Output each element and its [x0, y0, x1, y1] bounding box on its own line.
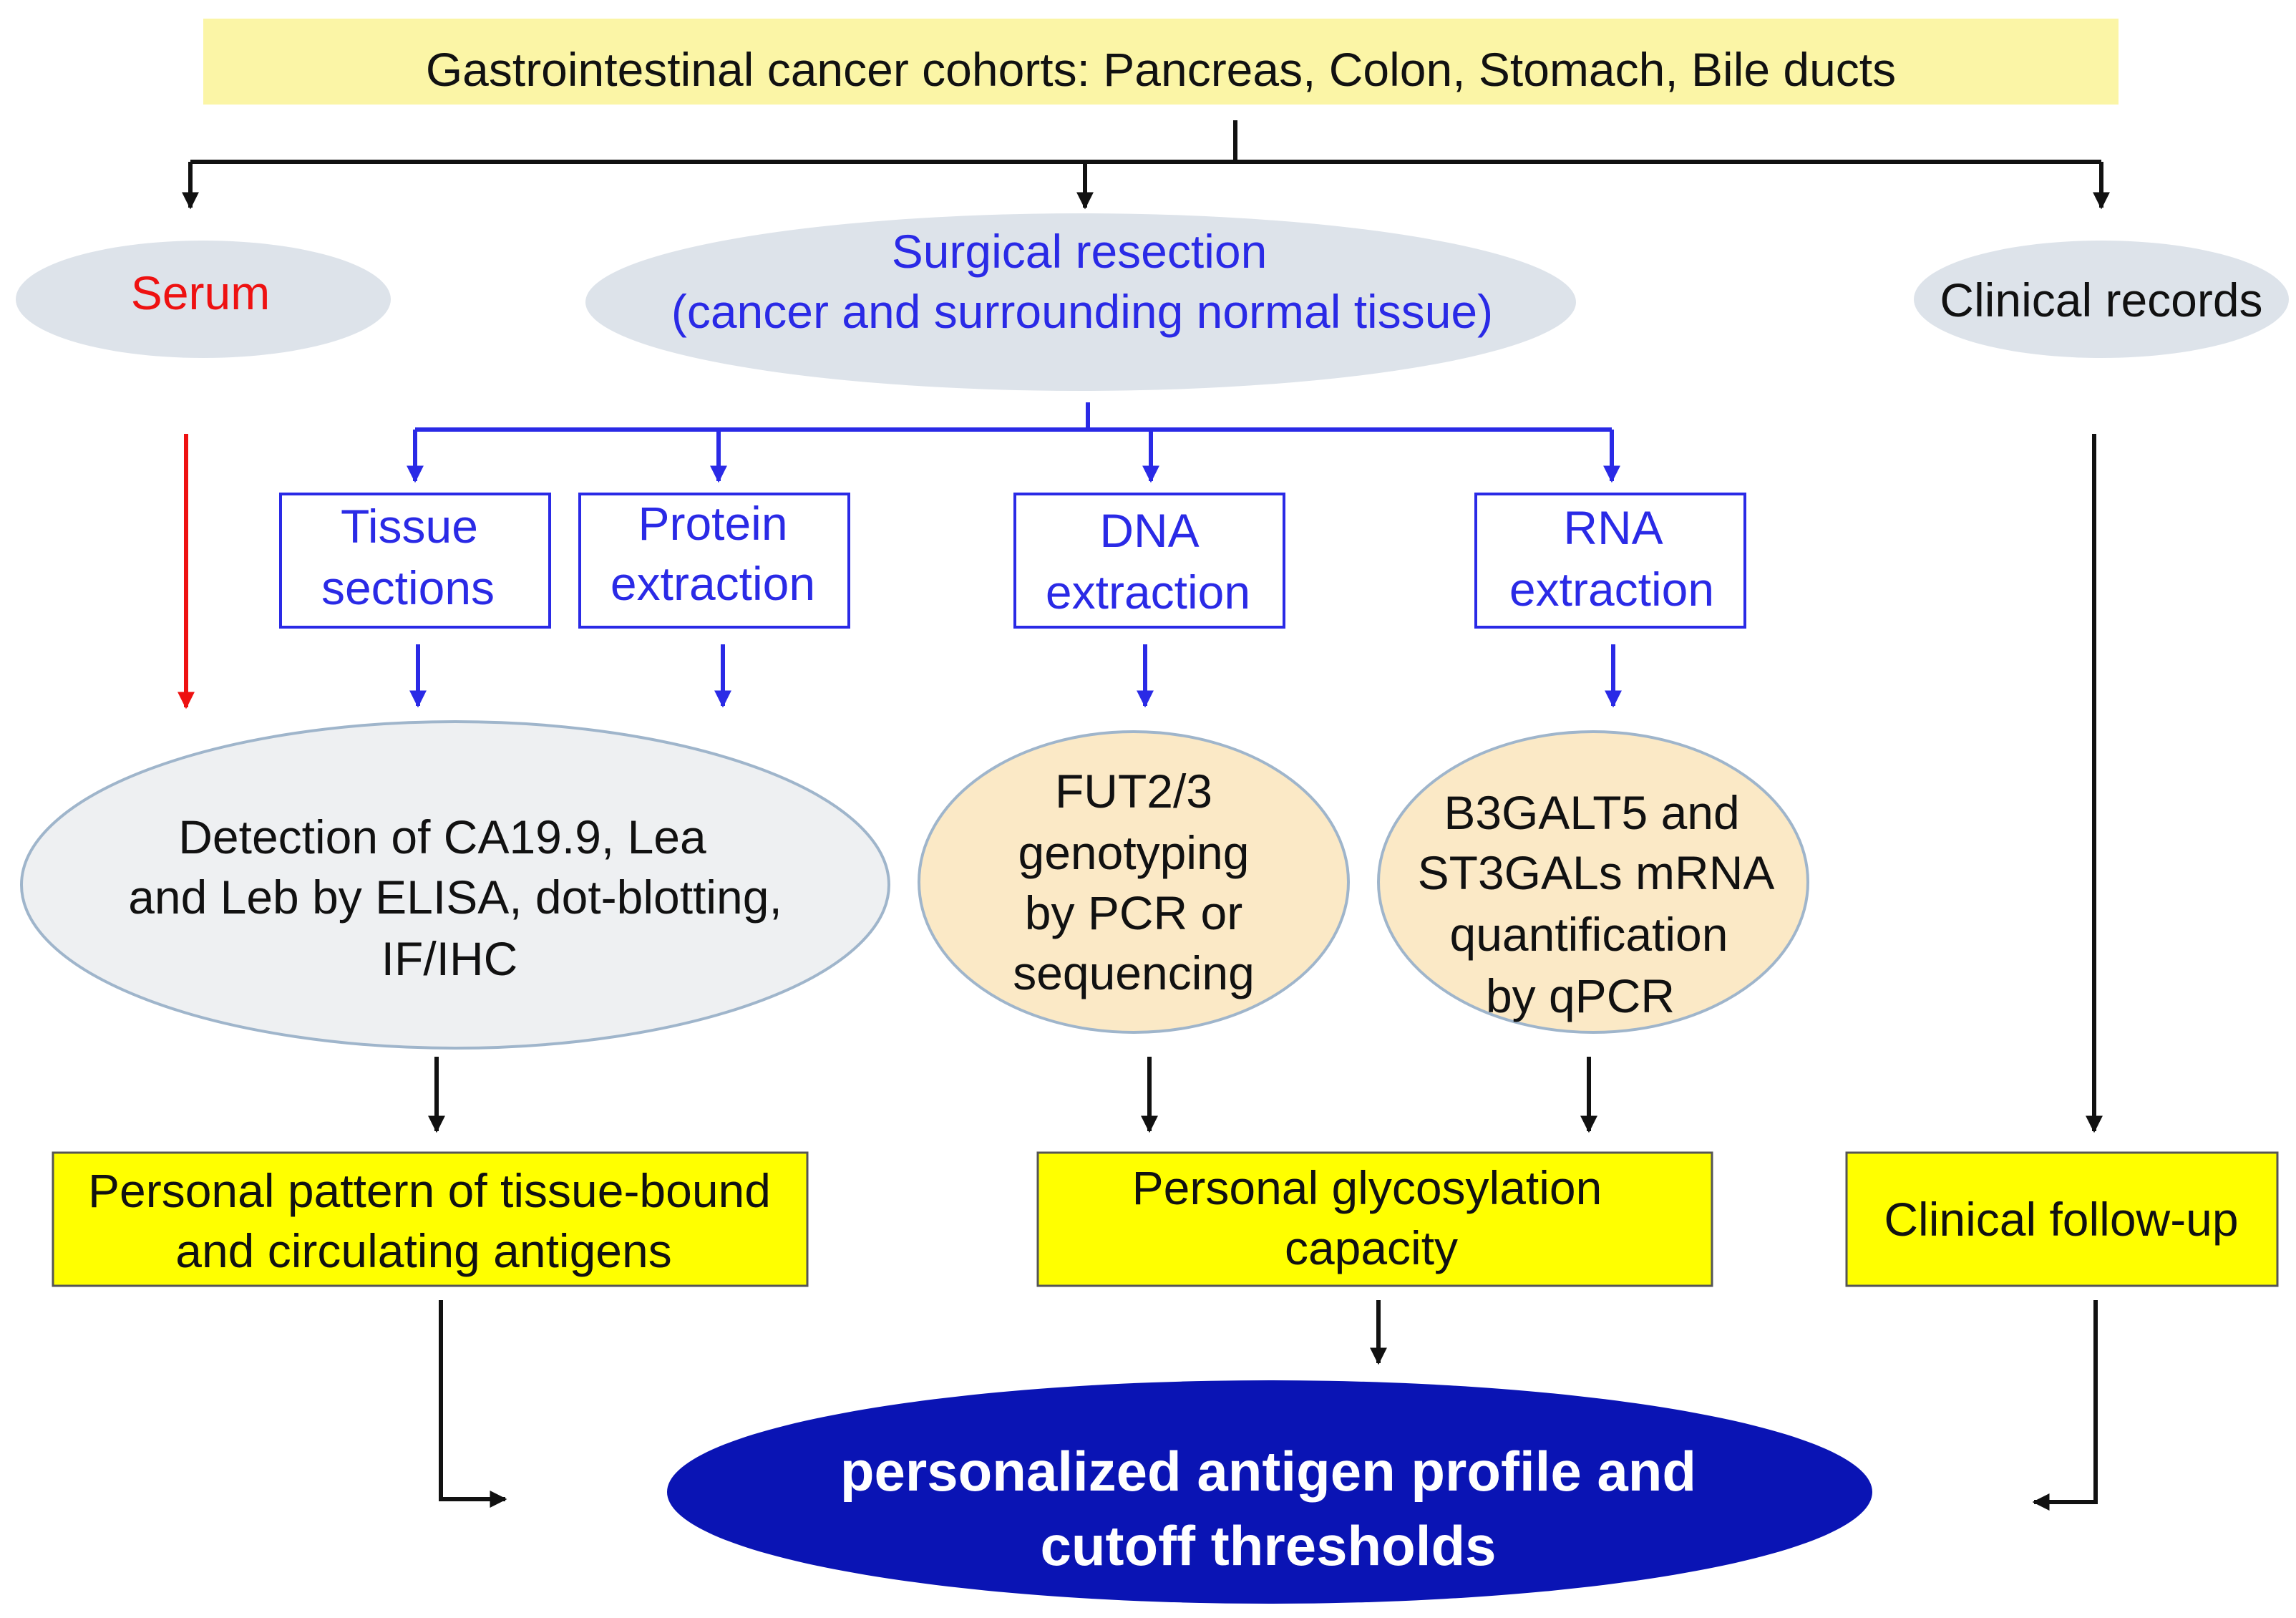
- outcome-line-1: personalized antigen profile and: [840, 1440, 1696, 1503]
- glycosylation-capacity-line-2: capacity: [1285, 1221, 1458, 1274]
- surgical-resection-label: Surgical resection: [892, 225, 1268, 278]
- clinical-records-oval: [1914, 241, 2289, 358]
- detection-line-3: IF/IHC: [381, 932, 518, 985]
- protein-extraction-box: [578, 493, 850, 629]
- clinical-follow-up-box: [1845, 1151, 2279, 1287]
- personal-pattern-line-2: and circulating antigens: [175, 1224, 671, 1277]
- dna-extraction-line-2: extraction: [1046, 566, 1250, 619]
- surgical-resection-sublabel: (cancer and surrounding normal tissue): [671, 285, 1493, 338]
- surgical-resection-oval: [585, 213, 1576, 391]
- detection-line-2: and Leb by ELISA, dot-blotting,: [128, 871, 782, 924]
- step-arrows: [409, 644, 1622, 708]
- outcome-line-2: cutoff thresholds: [1041, 1514, 1497, 1577]
- personal-pattern-box: [52, 1151, 809, 1287]
- b3galt5-line-3: quantification: [1450, 908, 1728, 961]
- serum-oval: [16, 241, 391, 358]
- header-connector: [182, 120, 2110, 210]
- surgical-connector: [407, 402, 1620, 483]
- rna-extraction-line-1: RNA: [1563, 501, 1663, 554]
- outcome-arrows: [439, 1300, 2098, 1511]
- tissue-sections-box: [279, 493, 551, 629]
- fut-genotyping-line-2: genotyping: [1018, 826, 1250, 879]
- protein-extraction-line-2: extraction: [611, 557, 815, 610]
- b3galt5-line-2: ST3GALs mRNA: [1418, 846, 1775, 899]
- fut-genotyping-line-3: by PCR or: [1025, 886, 1242, 939]
- outcome-oval: [667, 1380, 1872, 1604]
- clinical-follow-up-label: Clinical follow-up: [1884, 1193, 2238, 1246]
- serum-label: Serum: [131, 266, 270, 319]
- personal-pattern-line-1: Personal pattern of tissue-bound: [88, 1164, 771, 1217]
- detection-oval: [20, 720, 890, 1050]
- b3galt5-oval: [1377, 730, 1809, 1034]
- b3galt5-line-1: B3GALT5 and: [1444, 786, 1739, 839]
- fut-genotyping-oval: [918, 730, 1350, 1034]
- dna-extraction-box: [1013, 493, 1285, 629]
- tissue-sections-line-2: sections: [321, 561, 495, 614]
- header-title: Gastrointestinal cancer cohorts: Pancrea…: [426, 43, 1896, 96]
- fut-genotyping-line-1: FUT2/3: [1055, 765, 1212, 818]
- detection-line-1: Detection of CA19.9, Lea: [178, 810, 706, 863]
- protein-extraction-line-1: Protein: [638, 497, 787, 550]
- clinical-records-label: Clinical records: [1940, 273, 2262, 326]
- header-box: [203, 19, 2119, 105]
- dna-extraction-line-1: DNA: [1099, 504, 1199, 557]
- rna-extraction-box: [1474, 493, 1746, 629]
- tissue-sections-line-1: Tissue: [341, 500, 478, 553]
- rna-extraction-line-2: extraction: [1509, 563, 1714, 616]
- fut-genotyping-line-4: sequencing: [1013, 946, 1255, 999]
- method-arrows: [428, 1057, 1597, 1133]
- b3galt5-line-4: by qPCR: [1486, 969, 1675, 1022]
- glycosylation-capacity-line-1: Personal glycosylation: [1132, 1161, 1602, 1214]
- glycosylation-capacity-box: [1036, 1151, 1713, 1287]
